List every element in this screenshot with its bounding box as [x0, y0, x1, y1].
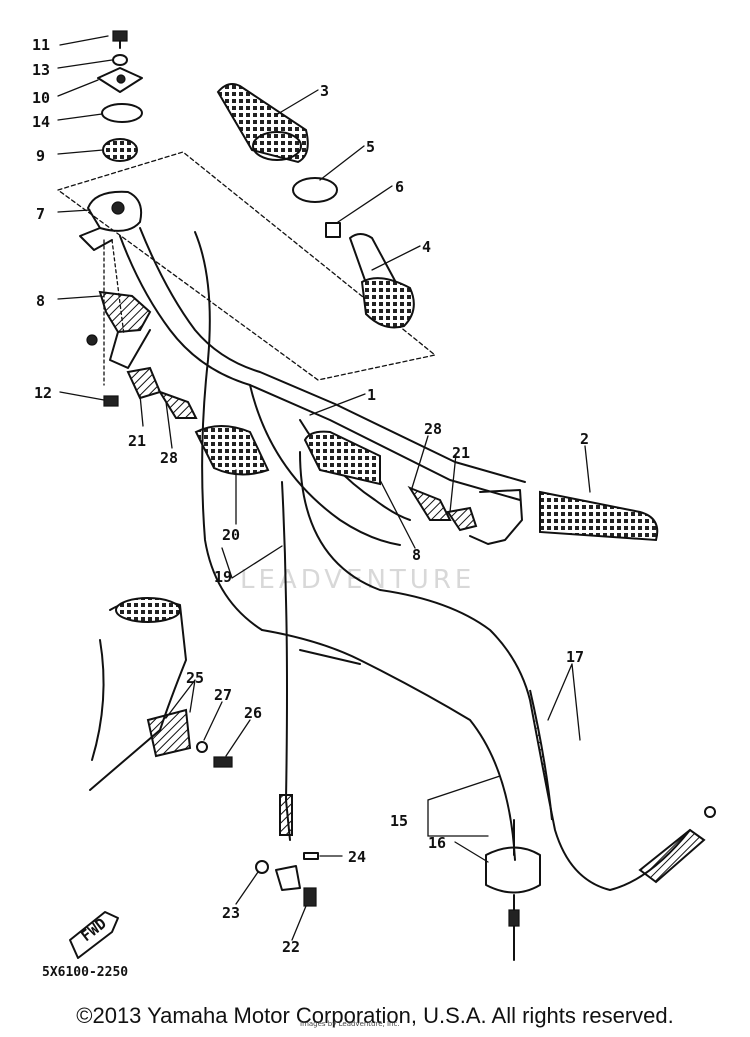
bolt-11: [112, 30, 128, 49]
cover-10: [97, 67, 143, 93]
callout-27: 27: [214, 686, 232, 704]
callout-15: 15: [390, 812, 408, 830]
cable-15: [261, 629, 516, 861]
grip-3: [216, 83, 309, 164]
callout-8-right: 8: [412, 546, 421, 564]
callout-16: 16: [428, 834, 446, 852]
callout-28: 28: [160, 449, 178, 467]
callout-3: 3: [320, 82, 329, 100]
callout-21: 21: [128, 432, 146, 450]
cable-end-right: [638, 806, 716, 884]
callout-20: 20: [222, 526, 240, 544]
callout-11: 11: [32, 36, 50, 54]
diagram-code: 5X6100-2250: [42, 965, 128, 980]
right-bar: [303, 430, 523, 545]
collar-6: [325, 222, 341, 238]
handlebar-1: [119, 227, 526, 546]
fwd-label: FWD: [77, 914, 109, 945]
adjuster: [275, 794, 301, 891]
bolt-12: [103, 395, 119, 407]
pin-24: [303, 852, 319, 860]
callout-7: 7: [36, 205, 45, 223]
fwd-arrow: FWD: [69, 911, 119, 959]
cable-19: [194, 231, 291, 841]
screw-26: [213, 756, 233, 768]
bracket-25: [146, 708, 192, 758]
callout-22: 22: [282, 938, 300, 956]
throttle-tube-4: [349, 233, 415, 329]
callout-4: 4: [422, 238, 431, 256]
callout-9: 9: [36, 147, 45, 165]
callout-5: 5: [366, 138, 375, 156]
carb-tube: [89, 597, 187, 791]
grip-20: [194, 425, 270, 476]
callout-23: 23: [222, 904, 240, 922]
copyright-subtext: Images by Leadventure, Inc.: [300, 1020, 400, 1028]
exploded-view-outline: [56, 151, 437, 381]
screw-22: [303, 887, 317, 907]
washer-27: [196, 741, 208, 753]
callout-25: 25: [186, 669, 204, 687]
callout-28-right: 28: [424, 420, 442, 438]
callout-26: 26: [244, 704, 262, 722]
lever-holder-8: [86, 290, 152, 369]
callout-2: 2: [580, 430, 589, 448]
callout-12: 12: [34, 384, 52, 402]
cable-17: [299, 451, 691, 891]
callout-10: 10: [32, 89, 50, 107]
copyright-text: ©2013 Yamaha Motor Corporation, U.S.A. A…: [76, 1003, 674, 1028]
callout-6: 6: [395, 178, 404, 196]
cable-end-16: [485, 819, 541, 961]
callout-21-right: 21: [452, 444, 470, 462]
gasket-14: [101, 103, 143, 123]
callout-24: 24: [348, 848, 366, 866]
watermark-text: LEADVENTURE: [240, 565, 475, 595]
callout-14: 14: [32, 113, 50, 131]
washer-13: [112, 54, 128, 66]
nut-23: [255, 860, 269, 874]
callout-1: 1: [367, 386, 376, 404]
callout-13: 13: [32, 61, 50, 79]
pulley-9: [102, 138, 138, 162]
callout-17: 17: [566, 648, 584, 666]
grip-2: [539, 490, 659, 542]
leader-lines: [57, 35, 591, 941]
throttle-housing-7: [79, 190, 143, 251]
callout-19: 19: [214, 568, 232, 586]
washer-5: [292, 177, 338, 203]
callout-8: 8: [36, 292, 45, 310]
clamp-left: [126, 366, 198, 419]
